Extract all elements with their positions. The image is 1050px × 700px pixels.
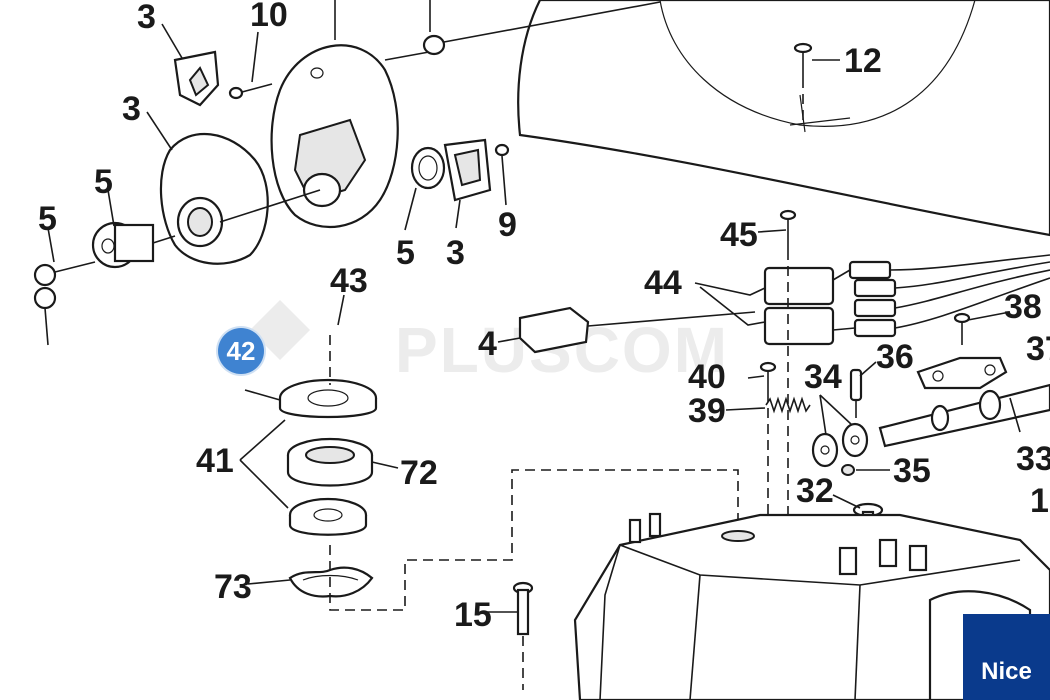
- shaft-33: [878, 383, 1050, 448]
- gasket-ring: [422, 0, 661, 56]
- label-5-keys: 5: [38, 200, 57, 238]
- lock-housing-top: [270, 0, 441, 229]
- label-38: 38: [1004, 288, 1042, 326]
- watermark: PLUSCOM: [250, 300, 727, 386]
- clip-bracket: [443, 138, 510, 202]
- spring-washer-73: [288, 566, 374, 598]
- label-45: 45: [720, 216, 758, 254]
- cap-piece: [173, 50, 220, 107]
- leader-lines: [47, 23, 1021, 613]
- pin-36: [849, 368, 863, 418]
- label-40: 40: [688, 358, 726, 396]
- highlighted-part-badge[interactable]: 42: [218, 328, 264, 374]
- label-43: 43: [330, 262, 368, 300]
- bushing-ring: [410, 146, 446, 190]
- label-37: 37: [1026, 330, 1050, 368]
- label-33: 33: [1016, 440, 1050, 478]
- label-35: 35: [893, 452, 931, 490]
- screw-10: [228, 83, 273, 100]
- label-15: 15: [454, 596, 492, 634]
- label-3-clip: 3: [446, 234, 465, 272]
- keys: [33, 261, 96, 346]
- upper-clamp-ring: [244, 335, 378, 419]
- brand-logo: Nice: [963, 614, 1050, 700]
- label-32: 32: [796, 472, 834, 510]
- lock-cylinder: [91, 221, 176, 269]
- label-72: 72: [400, 454, 438, 492]
- microswitches-44: [694, 254, 1050, 346]
- lower-clamp-ring: [288, 497, 368, 536]
- label-39: 39: [688, 392, 726, 430]
- screw-45: [779, 209, 797, 545]
- bracket-37: [916, 356, 1008, 390]
- screw-12: [793, 42, 840, 120]
- screw-15: [512, 581, 534, 690]
- spring-39: [765, 396, 811, 414]
- rollers-34: [811, 422, 869, 468]
- label-10: 10: [250, 0, 288, 34]
- label-1-partial: 1: [1030, 482, 1049, 520]
- label-5-cylinder: 5: [94, 163, 113, 201]
- label-3-housing: 3: [122, 90, 141, 128]
- label-4: 4: [478, 325, 497, 363]
- label-3-cap: 3: [137, 0, 156, 36]
- label-73: 73: [214, 568, 252, 606]
- nut-35: [841, 464, 855, 476]
- assembly-path-line: [329, 469, 739, 611]
- label-5-ring: 5: [396, 234, 415, 272]
- bearing-72: [286, 437, 399, 487]
- label-12: 12: [844, 42, 882, 80]
- motor-cover: [517, 0, 1050, 237]
- label-9: 9: [498, 206, 517, 244]
- label-34: 34: [804, 358, 842, 396]
- label-41: 41: [196, 442, 234, 480]
- part-labels: 3 10 3 5 5 5 9 3 12 45 44 43 4 38 37 40 …: [38, 0, 1050, 634]
- screw-38: [953, 312, 971, 345]
- label-36: 36: [876, 338, 914, 376]
- lock-housing-front: [159, 132, 321, 265]
- label-44: 44: [644, 264, 682, 302]
